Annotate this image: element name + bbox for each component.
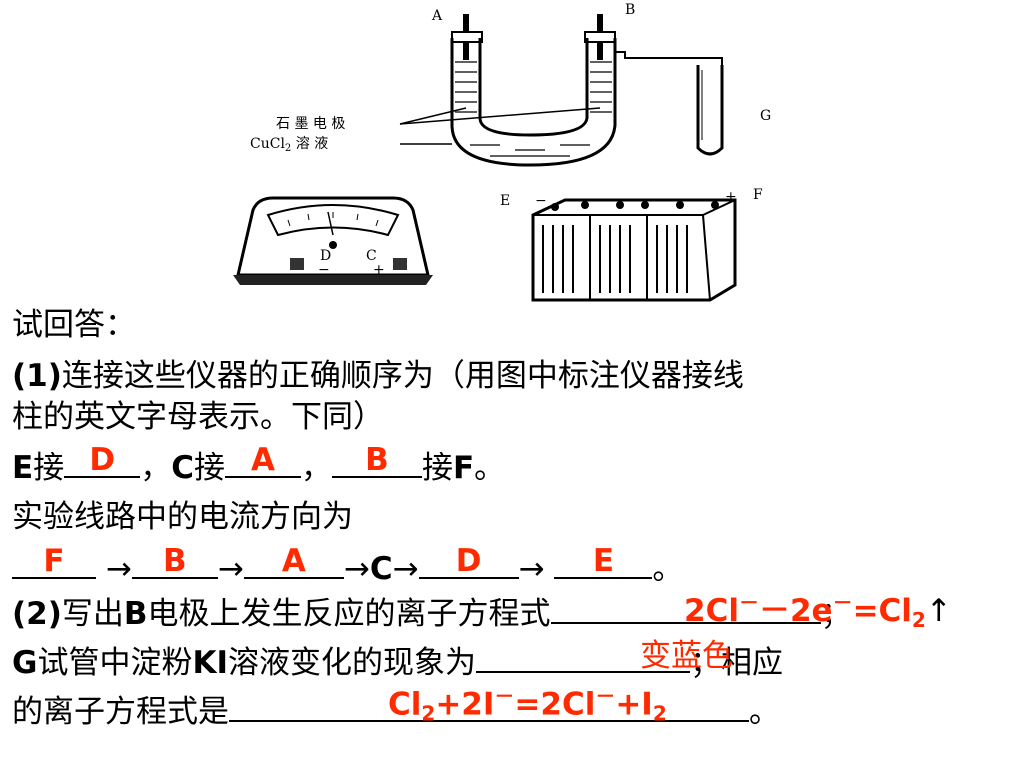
ammeter-minus: −	[318, 262, 330, 278]
cucl2-solution-label: CuCl2 溶 液	[250, 136, 328, 154]
battery: E F − +	[500, 187, 763, 302]
electrode-equation-answer: 2Cl－－2e－=Cl2↑	[684, 590, 952, 632]
graphite-electrode-label: 石 墨 电 极	[276, 116, 345, 132]
ionic-equation-answer: Cl2+2I－=2Cl－+I2	[388, 684, 667, 726]
question-2: (2)写出B电极上发生反应的离子方程式；	[12, 592, 852, 634]
answer-blank-electrode-eq[interactable]	[550, 592, 821, 624]
answer-blank-phenomenon[interactable]	[476, 641, 691, 673]
flow-blank-5[interactable]: E	[554, 545, 653, 579]
u-tube-apparatus: A B G 石 墨 电 极 CuCl2 溶 液	[250, 2, 771, 167]
battery-minus: −	[535, 193, 547, 209]
line-prompt: 试回答：	[12, 307, 136, 343]
phenomenon-line: G试管中淀粉KI溶液变化的现象为；相应	[12, 641, 783, 683]
ammeter-label-c: C	[366, 248, 377, 264]
ammeter-label-d: D	[320, 248, 331, 264]
phenomenon-answer: 变蓝色	[640, 638, 733, 674]
answer-blank-ionic-eq[interactable]	[229, 690, 749, 722]
answer-blank-f[interactable]: B	[331, 444, 422, 478]
flow-blank-2[interactable]: B	[131, 545, 218, 579]
answer-blank-c[interactable]: A	[224, 444, 301, 478]
label-a: A	[431, 8, 443, 24]
battery-label-f: F	[753, 187, 763, 203]
ammeter-plus: +	[373, 262, 385, 278]
flow-blank-3[interactable]: A	[243, 545, 344, 579]
question-1: (1)连接这些仪器的正确顺序为（用图中标注仪器接线	[12, 358, 744, 394]
question-1-cont: 柱的英文字母表示。下同）	[12, 399, 384, 435]
current-flow-line: F →B→A→C→D→ E。	[12, 545, 683, 589]
label-g: G	[760, 108, 771, 124]
flow-blank-4[interactable]: D	[418, 545, 519, 579]
battery-plus: +	[725, 189, 737, 205]
ionic-equation-line: 的离子方程式是。	[12, 690, 780, 732]
ammeter: D C − +	[233, 196, 433, 285]
current-direction-prompt: 实验线路中的电流方向为	[12, 499, 353, 535]
answer-blank-e[interactable]: D	[64, 444, 141, 478]
flow-blank-1[interactable]: F	[12, 545, 96, 579]
label-b: B	[625, 2, 635, 18]
battery-label-e: E	[500, 193, 510, 209]
